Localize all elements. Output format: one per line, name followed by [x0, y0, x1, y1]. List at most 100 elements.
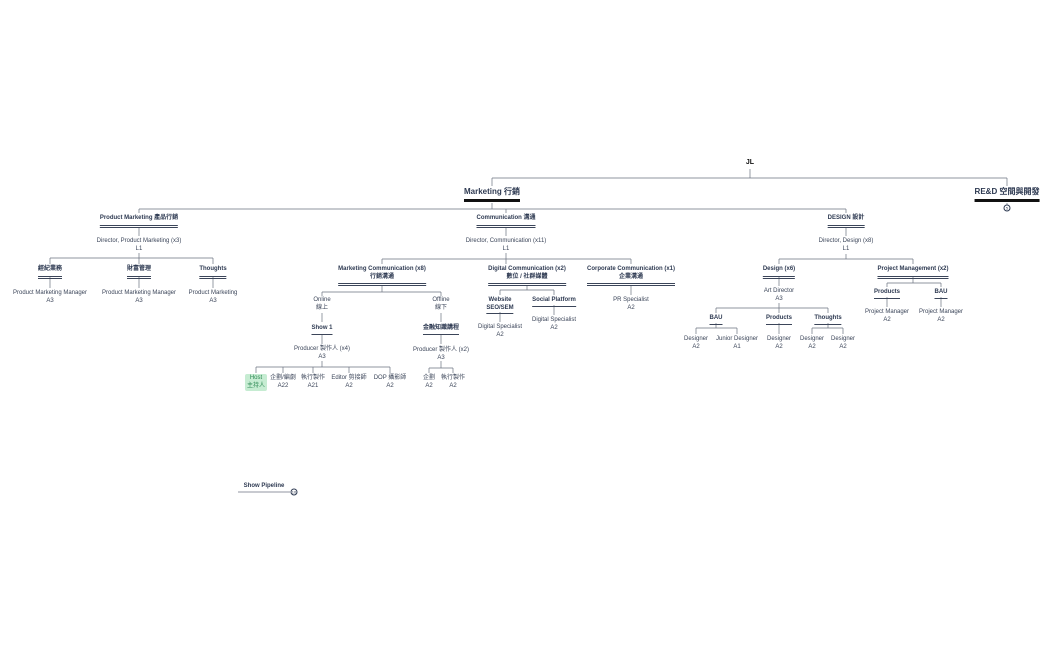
project-manager-node[interactable]: Project Manager A2: [919, 309, 963, 324]
role-level: A2: [550, 324, 558, 331]
design-group-node[interactable]: Products: [765, 315, 793, 325]
role-level: A2: [937, 316, 945, 323]
crew-role-node[interactable]: 執行製作 A21: [301, 375, 325, 390]
pm-team-node[interactable]: Thoughts: [199, 266, 227, 279]
pm-role-node[interactable]: Product Marketing Manager A3: [102, 290, 176, 305]
designer-role-node[interactable]: Designer A2: [684, 336, 708, 351]
online-node[interactable]: Online 線上: [313, 297, 330, 312]
red-node[interactable]: RE&D 空間與開發: [974, 188, 1040, 202]
pm-team-node[interactable]: 經紀業務: [37, 266, 63, 279]
show-node[interactable]: Show 1: [311, 325, 333, 335]
comm-director-level: L1: [502, 245, 510, 252]
role-level: A22: [277, 382, 289, 389]
pm-director-level: L1: [135, 245, 143, 252]
pr-role-node[interactable]: PR Specialist A2: [613, 297, 649, 312]
website-title: Website: [488, 297, 512, 303]
role-title: Project Manager: [864, 309, 910, 315]
design-group-node[interactable]: Thoughts: [814, 315, 842, 325]
role-title: DOP 攝影師: [373, 375, 407, 381]
role-level: A2: [775, 343, 783, 350]
website-node[interactable]: Website SEO/SEM: [486, 297, 514, 314]
corporate-communication-node[interactable]: Corporate Communication (x1) 企業溝通: [586, 266, 676, 286]
website-subtitle: SEO/SEM: [486, 304, 514, 311]
role-title: Product Marketing: [188, 290, 238, 296]
role-sub: 主持人: [246, 382, 266, 389]
comm-director-title: Director, Communication (x11): [465, 238, 547, 244]
art-director-node[interactable]: Art Director A3: [764, 288, 794, 303]
role-title: Designer: [830, 336, 856, 342]
design-group-node[interactable]: BAU: [709, 315, 723, 325]
pm-director-title: Director, Product Marketing (x3): [96, 238, 182, 244]
corporate-title: Corporate Communication (x1): [586, 266, 676, 272]
role-level: A2: [425, 382, 433, 389]
role-title: Host: [249, 375, 263, 381]
host-node[interactable]: Host 主持人: [244, 374, 268, 391]
designer-role-node[interactable]: Designer A2: [831, 336, 855, 351]
communication-director-node[interactable]: Director, Communication (x11) L1: [466, 238, 547, 253]
role-level: A2: [496, 331, 504, 338]
design-director-node[interactable]: Director, Design (x8) L1: [819, 238, 874, 253]
role-level: A3: [46, 297, 54, 304]
role-title: Editor 剪接師: [331, 375, 367, 381]
marketing-node[interactable]: Marketing 行銷: [463, 188, 521, 202]
producer-level: A3: [437, 354, 445, 361]
offline-node[interactable]: Offline 線下: [432, 297, 449, 312]
digital-title: Digital Communication (x2): [488, 266, 566, 272]
design-director-title: Director, Design (x8): [818, 238, 874, 244]
design-node[interactable]: DESIGN 設計: [827, 215, 865, 228]
role-level: A3: [209, 297, 217, 304]
role-title: Product Marketing Manager: [101, 290, 177, 296]
role-title: 企劃/編劇: [270, 375, 296, 381]
role-title: Junior Designer: [715, 336, 759, 342]
role-level: A2: [839, 343, 847, 350]
digital-subtitle: 數位 / 社群媒體: [506, 273, 548, 280]
pm-group-node[interactable]: BAU: [934, 289, 948, 299]
social-platform-node[interactable]: Social Platform: [532, 297, 576, 307]
pipeline-collapsed-count-badge[interactable]: 10: [290, 488, 298, 496]
pm-group-node[interactable]: Products: [873, 289, 901, 299]
role-title: Digital Specialist: [531, 317, 577, 323]
role-level: A1: [733, 343, 741, 350]
role-title: Project Manager: [918, 309, 964, 315]
marcom-node[interactable]: Marketing Communication (x8) 行銷溝通: [338, 266, 426, 286]
pm-team-node[interactable]: 財富管理: [126, 266, 152, 279]
communication-node[interactable]: Communication 溝通: [476, 215, 536, 228]
digital-role-node[interactable]: Digital Specialist A2: [478, 324, 522, 339]
crew-role-node[interactable]: 企劃/編劇 A22: [270, 375, 296, 390]
pm-role-node[interactable]: Product Marketing Manager A3: [13, 290, 87, 305]
crew-role-node[interactable]: Editor 剪接師 A2: [331, 375, 366, 390]
root-node[interactable]: JL: [745, 159, 755, 166]
producer-title: Producer 製作人 (x2): [412, 347, 470, 353]
project-manager-node[interactable]: Project Manager A2: [865, 309, 909, 324]
product-marketing-node[interactable]: Product Marketing 產品行銷: [99, 215, 179, 228]
product-marketing-director-node[interactable]: Director, Product Marketing (x3) L1: [97, 238, 182, 253]
design-team-node[interactable]: Design (x6): [762, 266, 796, 279]
project-management-node[interactable]: Project Management (x2): [877, 266, 949, 279]
role-title: Art Director: [763, 288, 795, 294]
role-title: 企劃: [422, 375, 436, 381]
designer-role-node[interactable]: Designer A2: [800, 336, 824, 351]
role-level: A2: [692, 343, 700, 350]
crew-role-node[interactable]: 執行製作 A2: [441, 375, 465, 390]
crew-role-node[interactable]: DOP 攝影師 A2: [374, 375, 407, 390]
role-title: 執行製作: [300, 375, 326, 381]
role-level: A2: [386, 382, 394, 389]
red-collapsed-count-badge[interactable]: 5: [1003, 204, 1011, 212]
producer-node[interactable]: Producer 製作人 (x4) A3: [294, 346, 350, 361]
producer-level: A3: [318, 353, 326, 360]
role-level: A2: [808, 343, 816, 350]
marcom-title: Marketing Communication (x8): [338, 266, 426, 272]
crew-role-node[interactable]: 企劃 A2: [423, 375, 435, 390]
producer-title: Producer 製作人 (x4): [293, 346, 351, 352]
digital-role-node[interactable]: Digital Specialist A2: [532, 317, 576, 332]
producer-node[interactable]: Producer 製作人 (x2) A3: [413, 347, 469, 362]
designer-role-node[interactable]: Junior Designer A1: [716, 336, 758, 351]
pm-role-node[interactable]: Product Marketing A3: [189, 290, 238, 305]
offline-label-zh: 線下: [434, 304, 448, 311]
designer-role-node[interactable]: Designer A2: [767, 336, 791, 351]
show-pipeline-node[interactable]: Show Pipeline: [243, 483, 285, 489]
show-node[interactable]: 金融知識講程: [422, 325, 460, 335]
digital-communication-node[interactable]: Digital Communication (x2) 數位 / 社群媒體: [488, 266, 566, 286]
role-title: Designer: [766, 336, 792, 342]
